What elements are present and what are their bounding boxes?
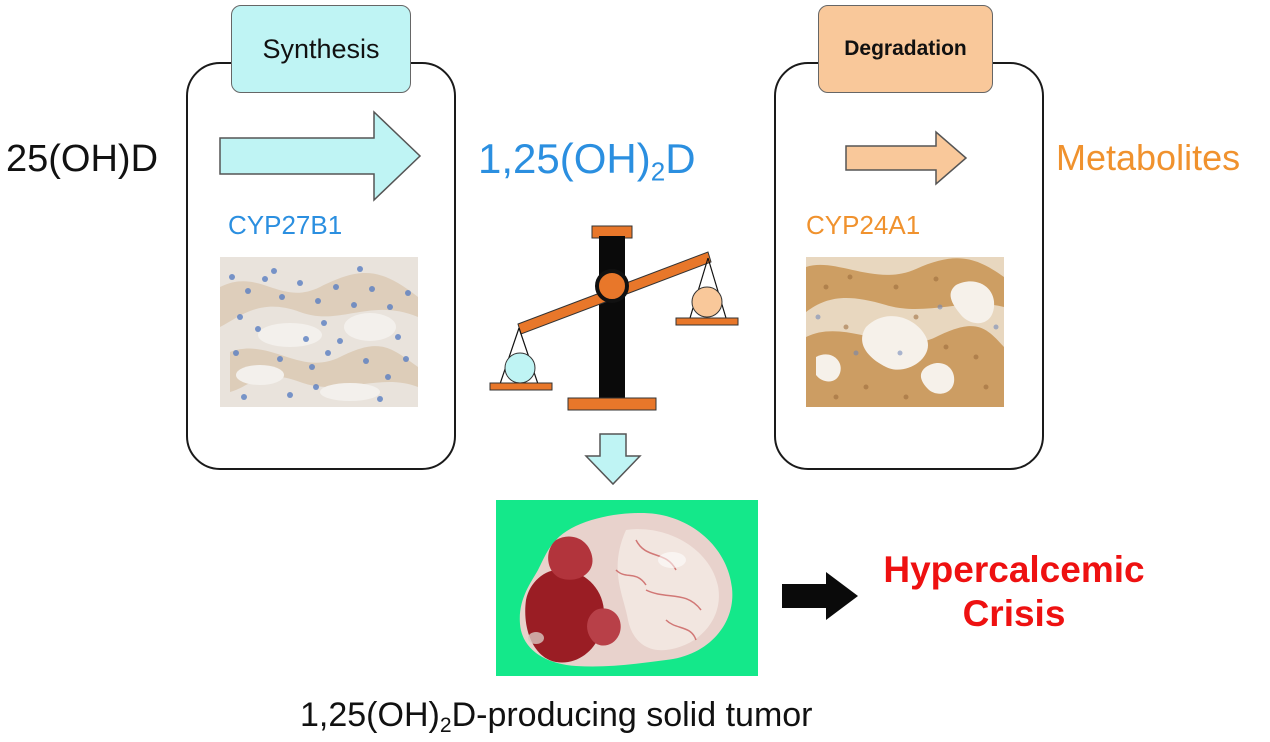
synthesis-arrow-icon — [219, 110, 422, 202]
tumor-caption: 1,25(OH)2D-producing solid tumor — [300, 696, 813, 737]
tumor-photo — [496, 500, 758, 676]
down-arrow-icon — [584, 433, 642, 486]
degradation-enzyme-label: CYP24A1 — [806, 210, 921, 240]
degradation-tab: Degradation — [818, 5, 993, 93]
degradation-arrow-icon — [845, 130, 968, 186]
synthesis-enzyme-label: CYP27B1 — [228, 210, 343, 240]
balance-scale-icon — [489, 225, 739, 411]
outcome-label: Hypercalcemic Crisis — [868, 548, 1160, 636]
cyp27b1-tissue-stain — [220, 257, 418, 407]
cyp24a1-tissue-stain — [806, 257, 1004, 407]
outcome-line1: Hypercalcemic — [883, 549, 1145, 590]
synthesis-tab: Synthesis — [231, 5, 411, 93]
degradation-label: Degradation — [844, 37, 967, 60]
right-arrow-icon — [782, 572, 858, 620]
metabolites-label: Metabolites — [1056, 137, 1241, 178]
synthesis-label: Synthesis — [262, 33, 380, 64]
substrate-label: 25(OH)D — [6, 138, 159, 180]
outcome-line2: Crisis — [962, 593, 1066, 634]
product-label: 1,25(OH)2D — [478, 135, 696, 187]
